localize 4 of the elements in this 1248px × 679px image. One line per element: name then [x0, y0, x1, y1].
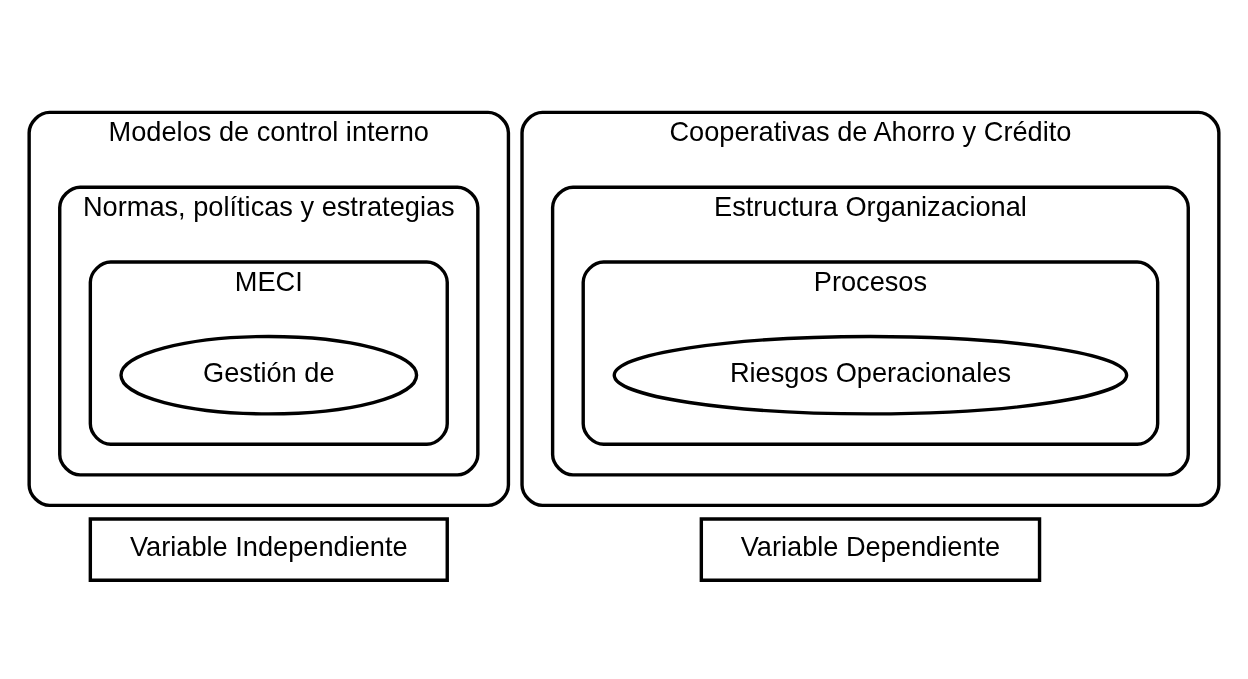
node-box: Variable Independiente: [88, 517, 449, 582]
node-ellipse: Riesgos Operacionales: [612, 334, 1129, 416]
node-ellipse: Gestión de: [119, 334, 419, 416]
node-box: Variable Dependiente: [699, 517, 1042, 582]
